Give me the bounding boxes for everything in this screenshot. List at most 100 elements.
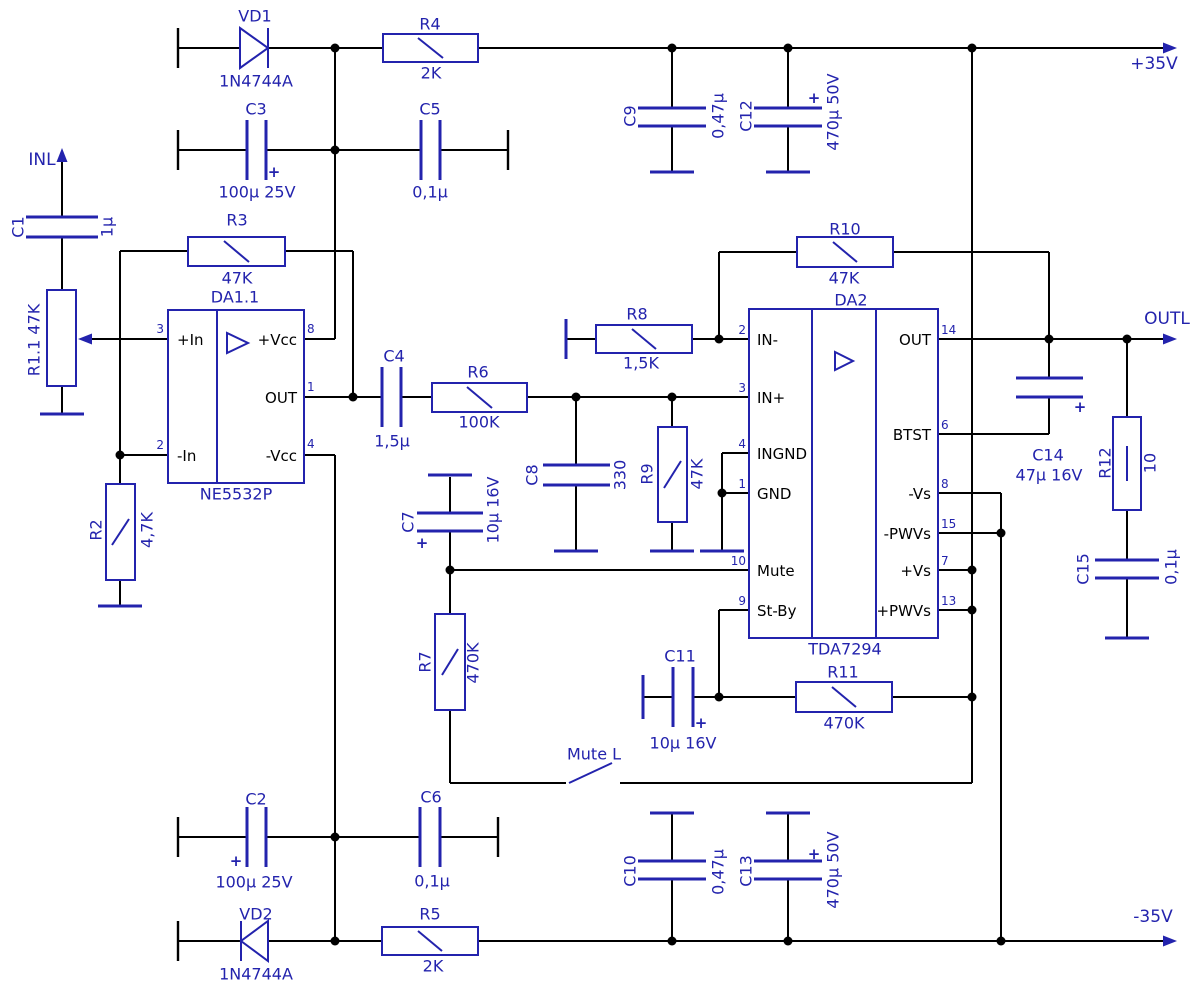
- junction-dot: [445, 565, 455, 575]
- arrow-right-vminus: [1163, 935, 1177, 947]
- wire-top-rail: [178, 47, 1170, 783]
- r8-value: 1,5K: [623, 354, 659, 373]
- diode-vd2: VD2 1N4744A: [219, 905, 293, 984]
- da2-pin10-name: Mute: [757, 562, 795, 580]
- c6-value: 0,1µ: [414, 872, 450, 891]
- opamp-triangle-icon: [226, 331, 251, 355]
- da2-pin1-num: 1: [738, 477, 746, 491]
- c14-value: 47µ 16V: [1016, 466, 1083, 485]
- wire-in-gnd-network: [575, 397, 749, 551]
- mute-switch-label: Mute L: [567, 745, 621, 764]
- wire-opamp-out: [285, 250, 749, 941]
- da2-pin8-num: 8: [941, 477, 949, 491]
- resistor-r7: R7 470K: [416, 613, 483, 711]
- r2-ref: R2: [87, 519, 106, 540]
- da1-pin8-num: 8: [307, 322, 315, 336]
- capacitor-c13: C13 + 470µ 50V: [737, 831, 843, 908]
- da1-pin2-name: -In: [177, 447, 196, 465]
- vminus-rail-label: -35V: [1133, 907, 1173, 927]
- da2-pin4-name: INGND: [757, 445, 807, 463]
- c14-ref: C14: [1032, 446, 1064, 465]
- da2-pin9-name: St-By: [757, 602, 797, 620]
- c15-ref: C15: [1074, 553, 1093, 585]
- c13-polarity: +: [808, 845, 821, 863]
- c8-value: 330: [611, 460, 630, 491]
- junction-dot: [330, 832, 340, 842]
- r10-ref: R10: [829, 220, 860, 239]
- resistor-r6: R6 100K: [431, 363, 528, 432]
- junction-dot: [330, 145, 340, 155]
- wiper-arrow: [78, 333, 92, 345]
- resistor-r10: R10 47K: [796, 220, 894, 288]
- junction-dot: [717, 488, 727, 498]
- capacitor-c7: C7 + 10µ 16V: [399, 476, 503, 552]
- resistor-r5: R5 2K: [381, 905, 479, 976]
- r9-ref: R9: [638, 463, 657, 484]
- capacitor-c6: C6 0,1µ: [414, 788, 450, 891]
- diode-symbol: [239, 26, 270, 70]
- junction-dot: [714, 692, 724, 702]
- junction-dot: [667, 392, 677, 402]
- capacitor-c5: C5 0,1µ: [412, 100, 448, 202]
- da1-part: NE5532P: [200, 485, 273, 504]
- da1-pin3-name: +In: [177, 331, 204, 349]
- c12-ref: C12: [737, 100, 756, 132]
- input-label: INL: [28, 150, 56, 170]
- c11-value: 10µ 16V: [650, 734, 717, 753]
- c7-value: 10µ 16V: [484, 476, 503, 543]
- switch-lever: [568, 762, 613, 784]
- wire-input-chain: [61, 158, 188, 606]
- c14-polarity: +: [1074, 398, 1087, 416]
- r10-value: 47K: [829, 269, 860, 288]
- resistor-r3: R3 47K: [187, 211, 286, 288]
- r11-ref: R11: [827, 663, 858, 682]
- da2-pin7-num: 7: [941, 554, 949, 568]
- r2-value: 4,7K: [138, 512, 157, 548]
- junction-dot: [996, 528, 1006, 538]
- da2-pin8-name: -Vs: [908, 485, 931, 503]
- capacitor-c14: + C14 47µ 16V: [1016, 376, 1087, 485]
- junction-dot: [714, 334, 724, 344]
- c12-polarity: +: [808, 89, 821, 107]
- da2-pin13-name: +PWVs: [876, 602, 931, 620]
- terminal-bar: [176, 28, 510, 961]
- r3-value: 47K: [222, 269, 253, 288]
- vd2-ref: VD2: [239, 905, 272, 924]
- da2-pin6-num: 6: [941, 418, 949, 432]
- junction-dot: [967, 692, 977, 702]
- r5-value: 2K: [423, 957, 444, 976]
- c13-value: 470µ 50V: [824, 831, 843, 908]
- junction-dot: [967, 43, 977, 53]
- da1-pin4-name: -Vcc: [266, 447, 297, 465]
- junction-dot: [1122, 334, 1132, 344]
- wire-output-right: [938, 338, 1170, 941]
- output-label: OUTL: [1144, 309, 1190, 329]
- junction-dot: [783, 936, 793, 946]
- c2-ref: C2: [245, 790, 266, 809]
- r8-ref: R8: [626, 305, 647, 324]
- c7-polarity: +: [416, 534, 429, 552]
- resistor-r2: R2 4,7K: [87, 483, 157, 581]
- c4-value: 1,5µ: [374, 432, 410, 451]
- arrow-right-outl: [1163, 333, 1177, 345]
- capacitor-c12: C12 + 470µ 50V: [737, 73, 843, 150]
- c6-ref: C6: [420, 788, 441, 807]
- r5-ref: R5: [419, 905, 440, 924]
- wire-bottom-rail: [178, 813, 1170, 942]
- capacitor-c1: C1 1µ: [9, 215, 117, 239]
- da2-pin15-num: 15: [941, 517, 956, 531]
- da2-pin14-name: OUT: [899, 331, 932, 349]
- c2-value: 100µ 25V: [215, 873, 292, 892]
- resistor-r12: R12 10: [1096, 416, 1160, 511]
- arrow-up-inl: [56, 148, 68, 162]
- c3-polarity: +: [268, 163, 281, 181]
- junction-dot: [667, 43, 677, 53]
- da2-pin2-name: IN-: [757, 331, 778, 349]
- r3-ref: R3: [226, 211, 247, 230]
- da1-pin1-num: 1: [307, 380, 315, 394]
- arrow-right-vplus: [1163, 42, 1177, 54]
- r7-value: 470K: [464, 642, 483, 684]
- c5-value: 0,1µ: [412, 183, 448, 202]
